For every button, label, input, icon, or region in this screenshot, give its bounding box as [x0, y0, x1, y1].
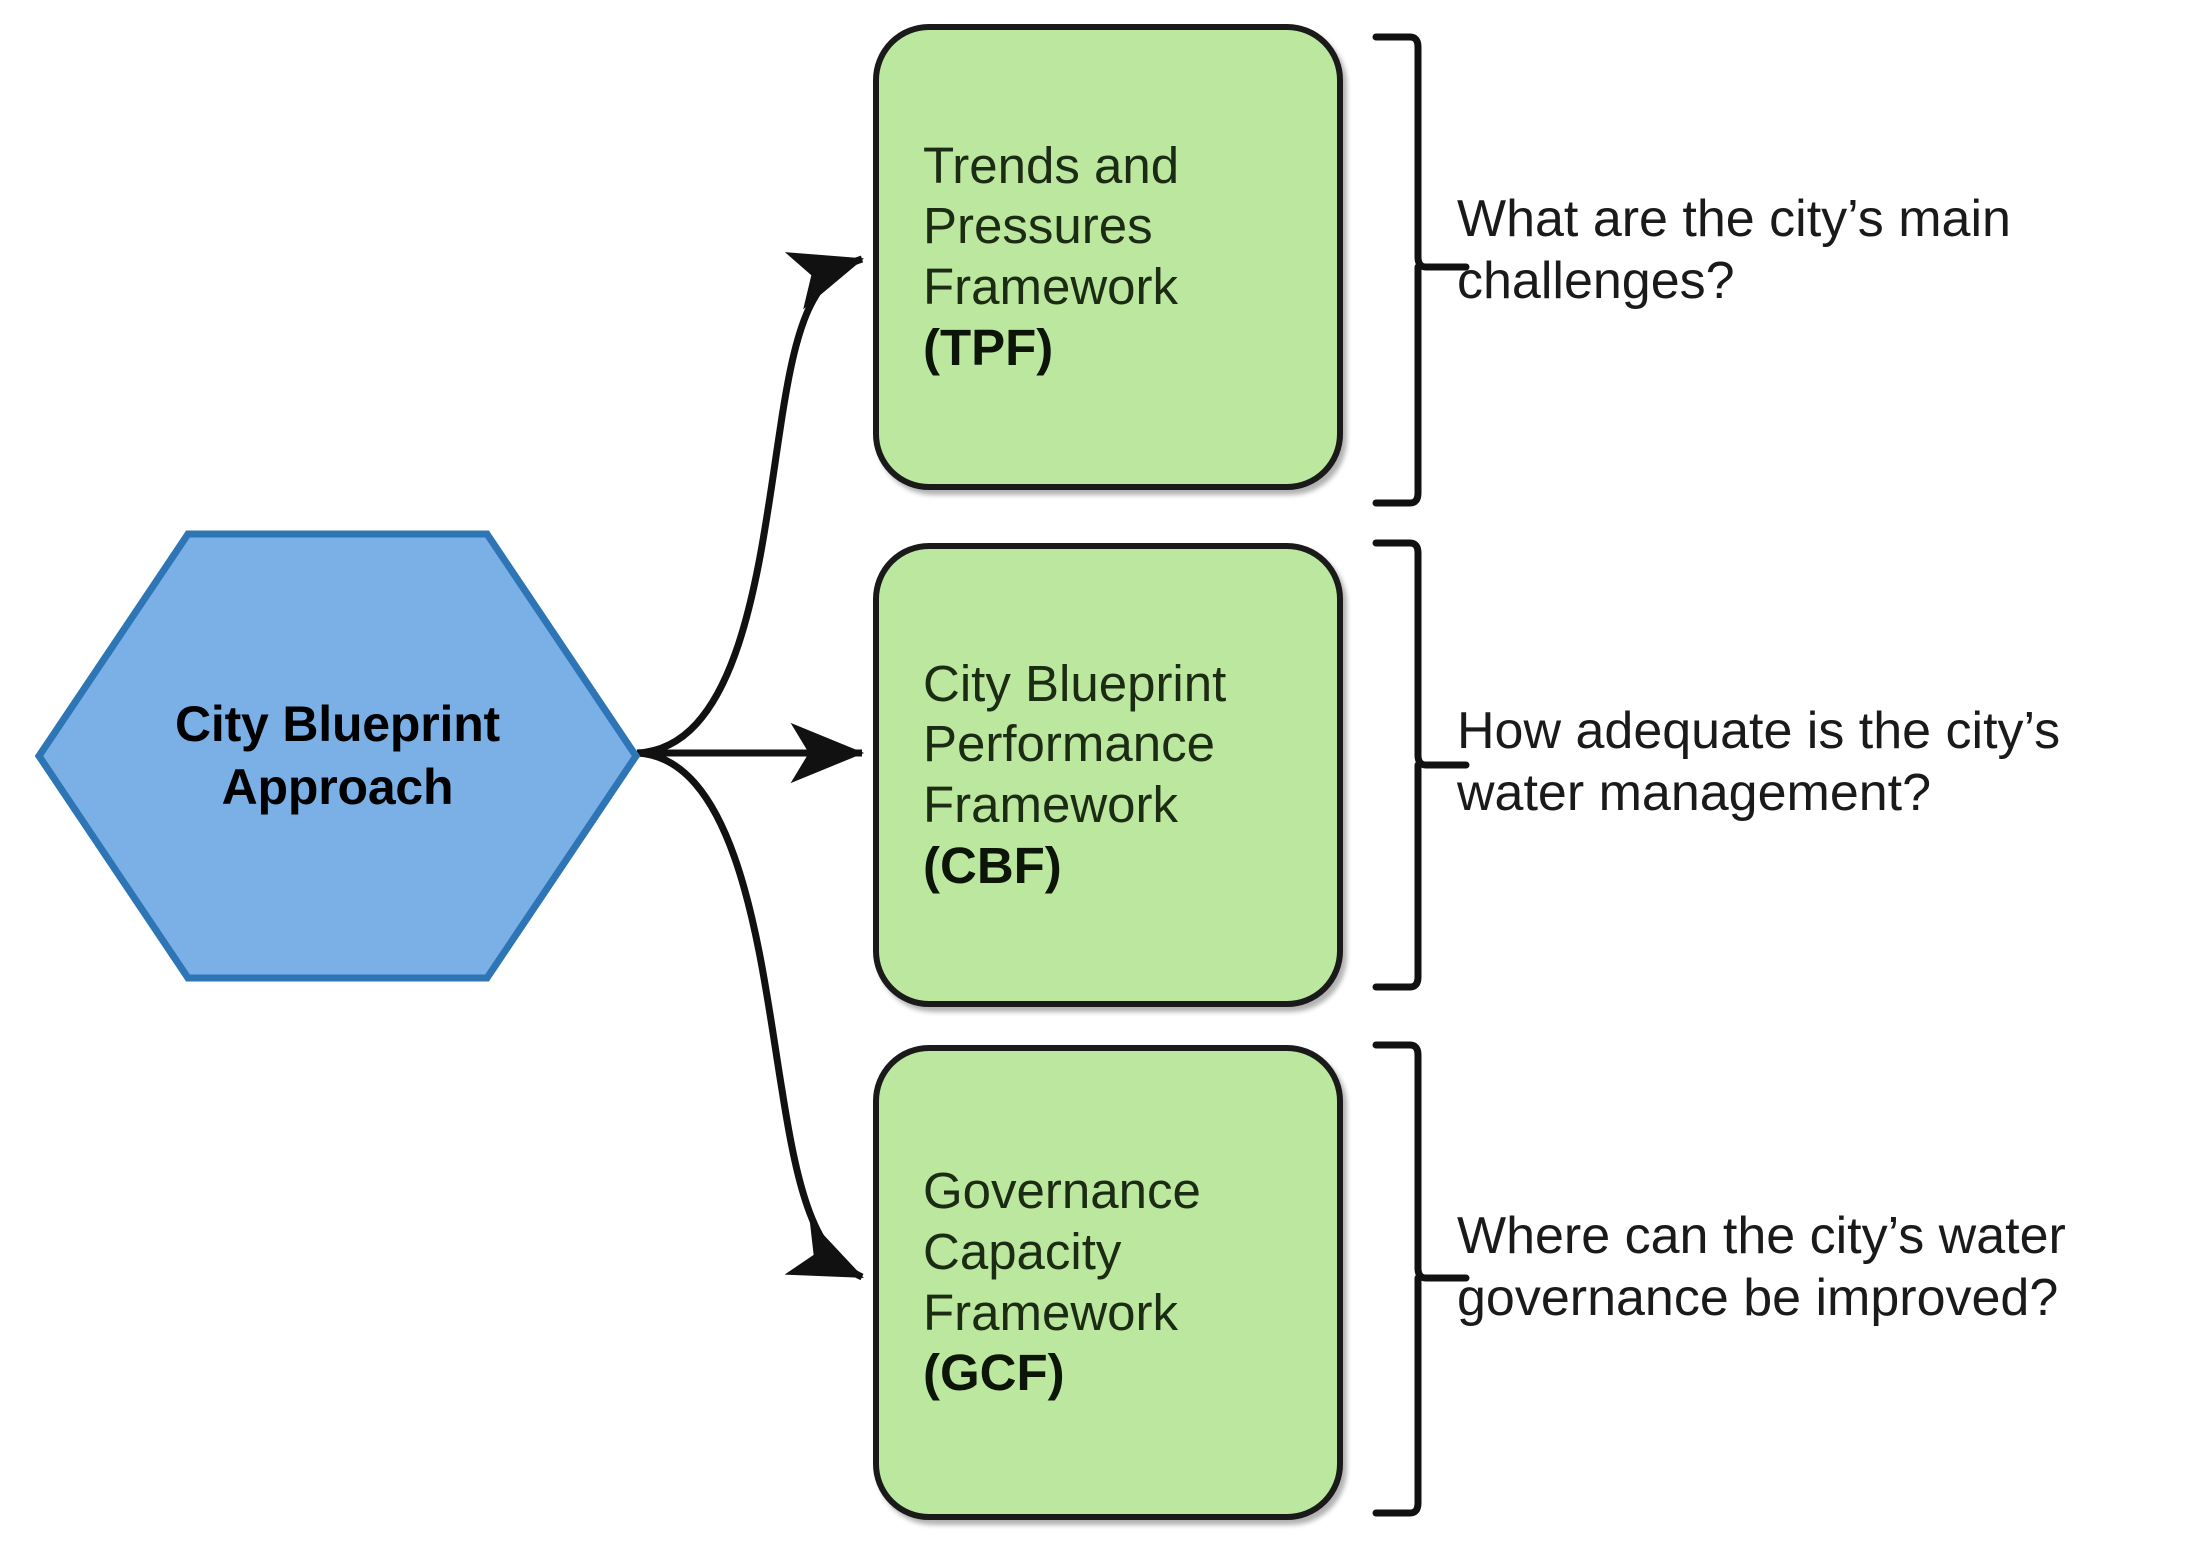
hexagon-shape — [35, 530, 640, 982]
framework-box-cbf[interactable]: City Blueprint Performance Framework (CB… — [873, 543, 1343, 1007]
hexagon-label-line2: Approach — [221, 759, 454, 815]
framework-gcf-line1: Governance — [923, 1162, 1201, 1220]
framework-cbf-line1: City Blueprint — [923, 654, 1227, 712]
arrow-to-tpf — [636, 252, 864, 757]
framework-cbf-line2: Performance — [923, 715, 1215, 773]
arrow-to-gcf — [636, 749, 864, 1281]
framework-gcf-line3: Framework — [923, 1283, 1179, 1341]
framework-tpf-line3: Framework — [923, 258, 1179, 315]
question-tpf: What are the city’s main challenges? — [1457, 190, 2011, 311]
framework-gcf-line2: Capacity — [923, 1222, 1122, 1280]
framework-tpf-text: Trends and Pressures Framework (TPF) — [879, 136, 1337, 379]
framework-tpf-line1: Trends and — [923, 136, 1180, 194]
question-gcf: Where can the city’s water governance be… — [1457, 1207, 2066, 1328]
framework-cbf-abbreviation: (CBF) — [923, 836, 1062, 894]
framework-gcf-abbreviation: (GCF) — [923, 1344, 1065, 1402]
question-cbf: How adequate is the city’s water managem… — [1457, 702, 2061, 823]
framework-tpf-abbreviation: (TPF) — [923, 318, 1054, 376]
hexagon-label-line1: City Blueprint — [175, 696, 500, 752]
framework-gcf-text: Governance Capacity Framework (GCF) — [879, 1161, 1337, 1404]
brace-bracket-tpf — [1372, 33, 1470, 507]
framework-cbf-line3: Framework — [923, 776, 1179, 833]
hexagon-label: City Blueprint Approach — [35, 530, 640, 982]
city-blueprint-approach-node[interactable]: City Blueprint Approach — [35, 530, 640, 982]
framework-tpf-line2: Pressures — [923, 197, 1153, 255]
brace-bracket-cbf — [1372, 539, 1470, 991]
brace-bracket-gcf — [1372, 1041, 1470, 1517]
framework-box-gcf[interactable]: Governance Capacity Framework (GCF) — [873, 1045, 1343, 1520]
framework-cbf-text: City Blueprint Performance Framework (CB… — [879, 654, 1337, 897]
framework-box-tpf[interactable]: Trends and Pressures Framework (TPF) — [873, 24, 1343, 490]
